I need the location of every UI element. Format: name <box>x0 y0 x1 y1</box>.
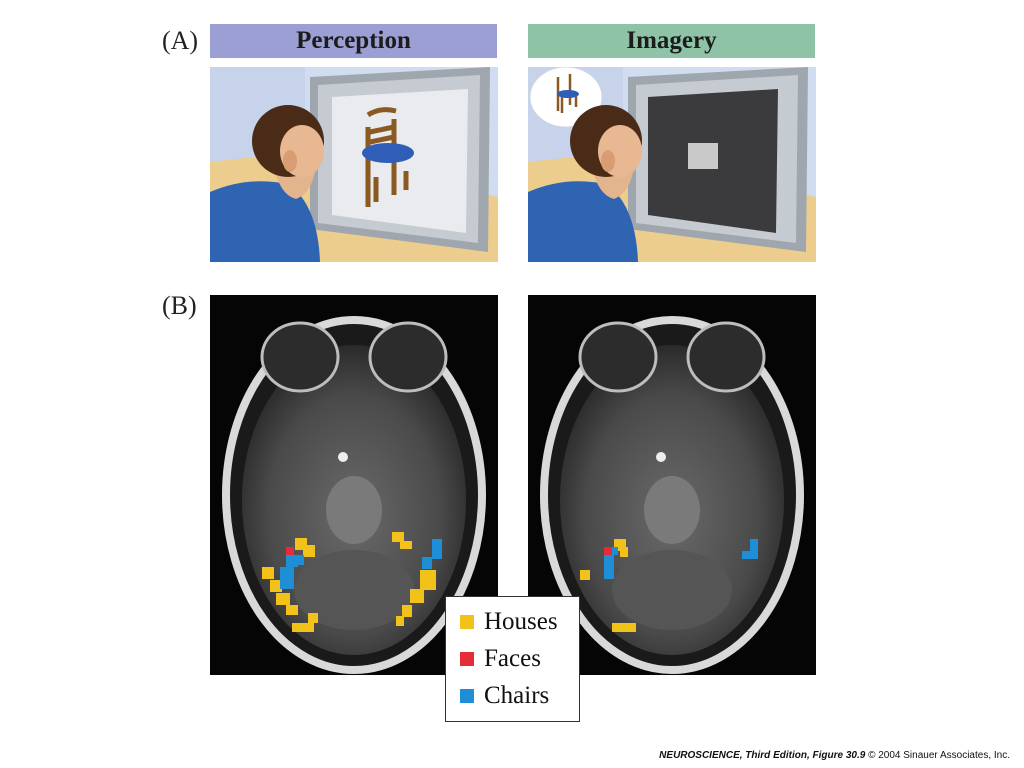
perception-title: Perception <box>296 27 411 54</box>
figure-source-title: NEUROSCIENCE, Third Edition, Figure 30.9 <box>659 750 866 761</box>
legend: Houses Faces Chairs <box>445 596 580 722</box>
panel-a-label: (A) <box>162 26 199 55</box>
houses-label: Houses <box>484 607 558 635</box>
imagery-header: Imagery <box>528 24 815 58</box>
thought-chair-icon <box>556 74 578 113</box>
panel-b-label: (B) <box>162 291 197 320</box>
imagery-scene <box>528 67 816 262</box>
houses-swatch <box>460 614 474 629</box>
perception-brain-scan <box>210 295 498 675</box>
imagery-title: Imagery <box>626 27 717 54</box>
imagery-brain-scan <box>528 295 816 675</box>
figure-credit: NEUROSCIENCE, Third Edition, Figure 30.9… <box>659 750 1010 761</box>
perception-scene <box>210 67 498 262</box>
perception-header: Perception <box>210 24 497 58</box>
legend-item-chairs: Chairs <box>460 677 579 714</box>
chairs-label: Chairs <box>484 681 550 709</box>
legend-item-houses: Houses <box>460 603 579 640</box>
legend-item-faces: Faces <box>460 640 579 677</box>
faces-label: Faces <box>484 644 541 672</box>
fixation-square <box>688 143 718 169</box>
faces-swatch <box>460 651 474 666</box>
figure-copyright: © 2004 Sinauer Associates, Inc. <box>868 750 1010 761</box>
chairs-swatch <box>460 688 474 703</box>
